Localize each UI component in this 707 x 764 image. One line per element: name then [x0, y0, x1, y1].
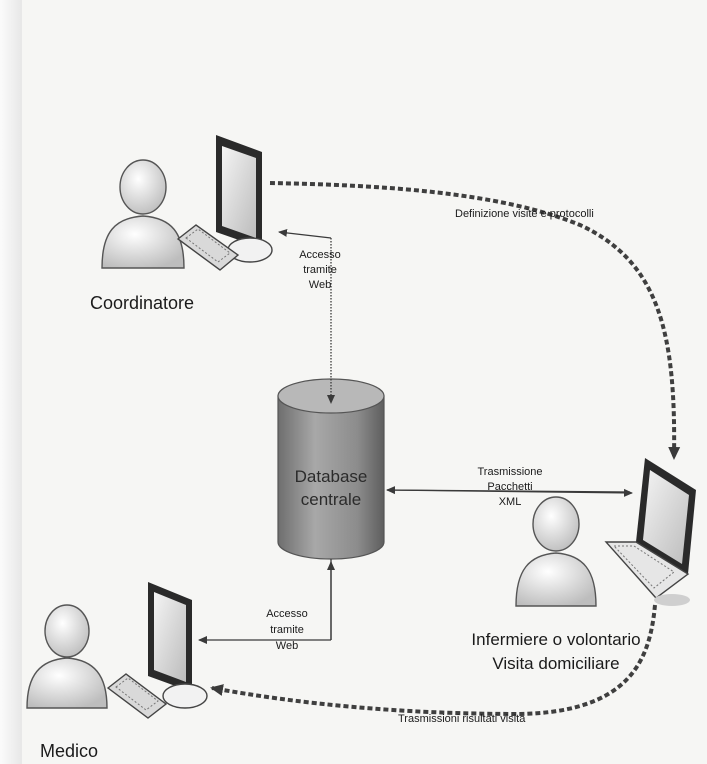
- doctor-computer-icon: [106, 582, 208, 719]
- nurse-label-line2: Visita domiciliare: [492, 654, 619, 673]
- coordinator-computer-icon: [176, 135, 273, 271]
- web-access-top-line1: Accesso: [299, 249, 341, 261]
- nurse-person-icon: [515, 496, 597, 607]
- laptop-icon: [604, 458, 696, 606]
- doctor-label: Medico: [40, 741, 98, 761]
- web-access-bottom-line2: tramite: [270, 624, 304, 636]
- coordinator-person-icon: [101, 159, 185, 269]
- scan-edge: [0, 0, 22, 764]
- central-database-cylinder: [277, 378, 385, 560]
- web-access-bottom-connector: [198, 559, 335, 644]
- visit-results-label: Trasmissioni risultati visita: [398, 713, 526, 725]
- xml-transfer-connector: [386, 486, 633, 497]
- web-access-bottom-line3: Web: [276, 640, 298, 652]
- web-access-top-label: Accesso tramite Web: [299, 249, 341, 291]
- web-access-top-line3: Web: [309, 279, 331, 291]
- nurse-label-line1: Infermiere o volontario: [471, 630, 640, 649]
- visit-definition-label: Definizione visite e protocolli: [455, 208, 594, 220]
- web-access-bottom-line1: Accesso: [266, 608, 308, 620]
- web-access-top-line2: tramite: [303, 264, 337, 276]
- visit-results-dashed-arrow: [210, 604, 657, 717]
- database-label-line1: Database: [295, 467, 368, 486]
- database-label-line2: centrale: [301, 490, 361, 509]
- web-access-top-connector: [278, 228, 335, 404]
- doctor-person-icon: [26, 604, 108, 709]
- xml-transfer-label: Trasmissione Pacchetti XML: [478, 466, 543, 508]
- xml-transfer-line2: Pacchetti: [487, 481, 532, 493]
- xml-transfer-line3: XML: [499, 496, 522, 508]
- coordinator-label: Coordinatore: [90, 293, 194, 313]
- xml-transfer-line1: Trasmissione: [478, 466, 543, 478]
- visit-definition-dashed-arrow: [269, 181, 681, 460]
- web-access-bottom-label: Accesso tramite Web: [266, 608, 308, 652]
